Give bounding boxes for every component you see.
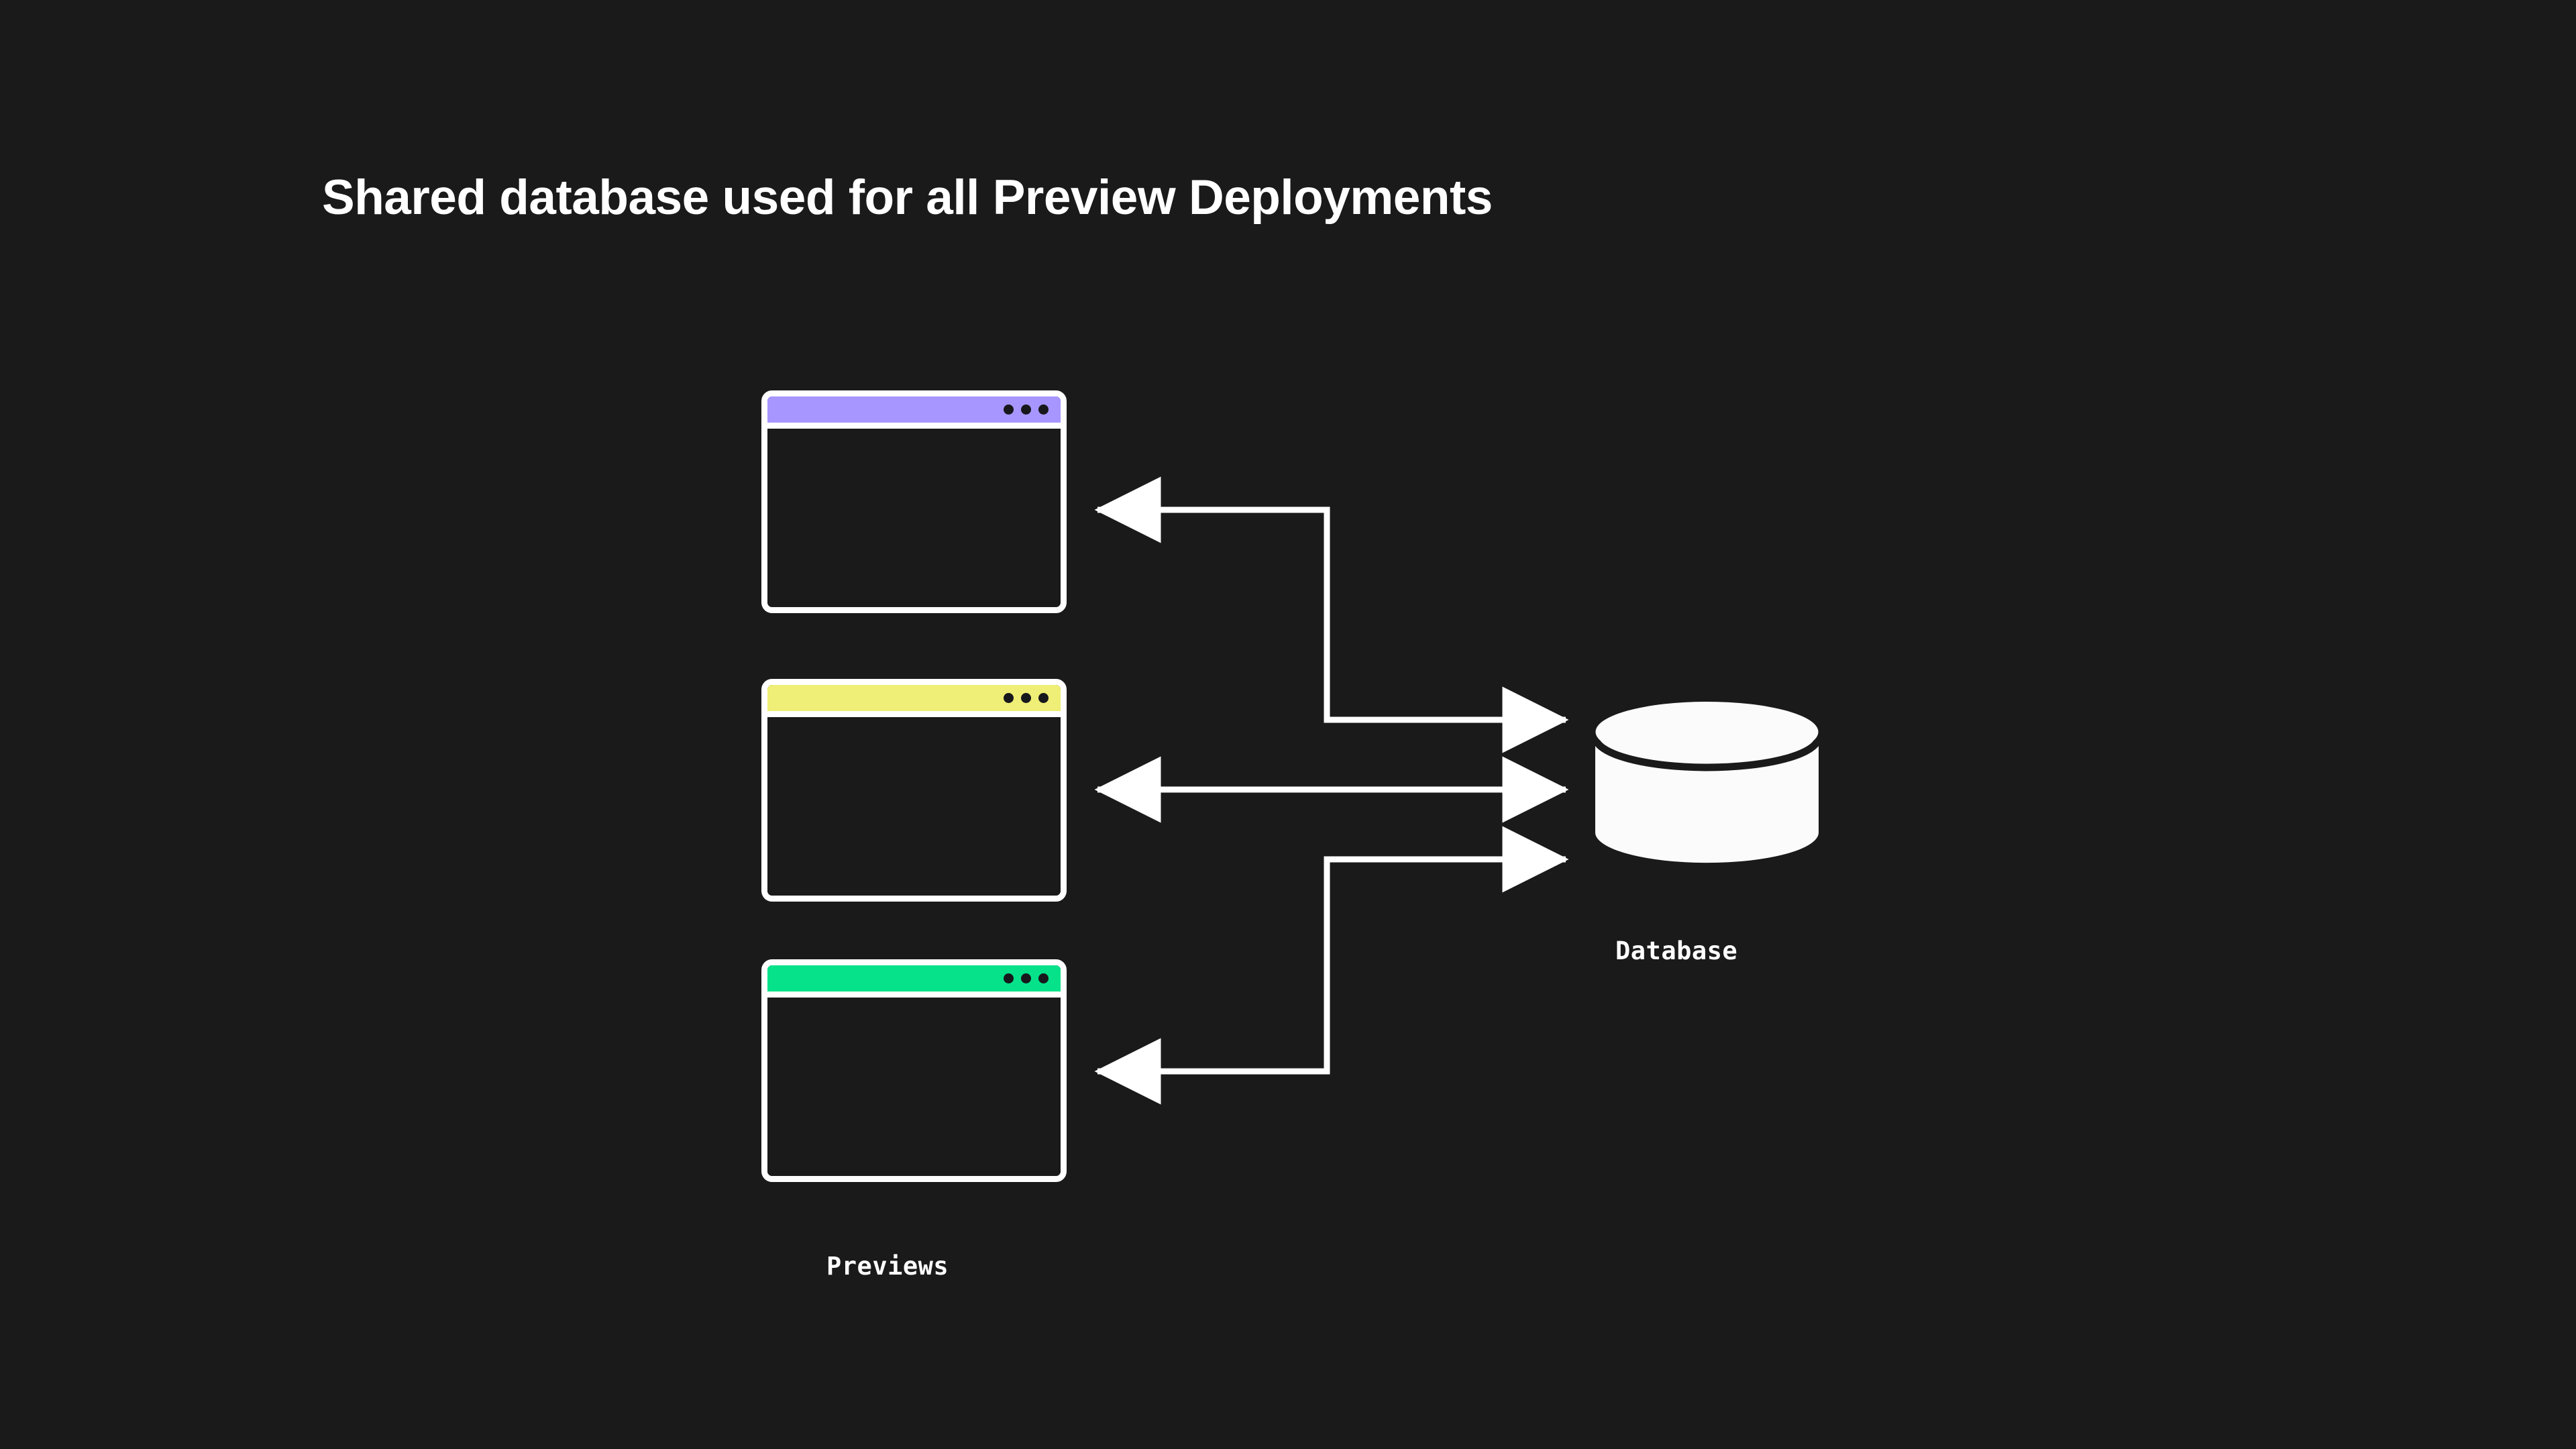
window-dot-icon[interactable] [1038, 973, 1049, 983]
window-dot-icon[interactable] [1021, 405, 1031, 415]
previews-group-label: Previews [826, 1252, 949, 1281]
window-dot-icon[interactable] [1004, 693, 1014, 703]
database-label: Database [1615, 936, 1738, 965]
window-dot-icon[interactable] [1038, 405, 1049, 415]
page-title: Shared database used for all Preview Dep… [322, 170, 1493, 225]
preview-window-green[interactable] [761, 959, 1067, 1182]
window-body-green [767, 998, 1061, 1176]
connector-purple-to-database [1094, 476, 1569, 753]
window-dot-icon[interactable] [1038, 693, 1049, 703]
preview-window-purple[interactable] [761, 390, 1067, 613]
database-top [1595, 702, 1819, 762]
database-icon[interactable] [1591, 702, 1823, 869]
window-dot-icon[interactable] [1021, 693, 1031, 703]
window-body-purple [767, 429, 1061, 607]
window-titlebar-purple [767, 396, 1061, 429]
window-titlebar-green [767, 965, 1061, 998]
window-dot-icon[interactable] [1004, 973, 1014, 983]
window-titlebar-yellow [767, 685, 1061, 717]
window-dot-icon[interactable] [1004, 405, 1014, 415]
window-controls-yellow [1004, 693, 1049, 703]
window-body-yellow [767, 717, 1061, 896]
window-dot-icon[interactable] [1021, 973, 1031, 983]
preview-window-yellow[interactable] [761, 679, 1067, 902]
window-controls-purple [1004, 405, 1049, 415]
window-controls-green [1004, 973, 1049, 983]
connector-green-to-database [1094, 826, 1569, 1105]
